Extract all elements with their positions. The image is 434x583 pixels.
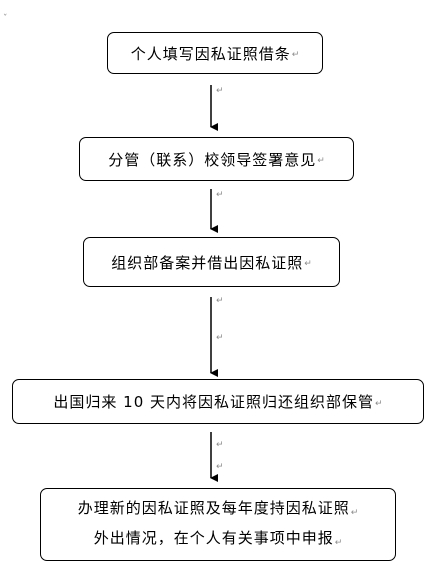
flow-step-2: 分管（联系）校领导签署意见↵ (79, 137, 354, 181)
flow-step-5: 办理新的因私证照及每年度持因私证照↵ 外出情况，在个人有关事项中申报↵ (40, 488, 396, 561)
paragraph-mark-icon: ↵ (317, 156, 325, 166)
flow-step-5-line-1-text: 办理新的因私证照及每年度持因私证照 (77, 498, 350, 517)
paragraph-mark-icon: ↵ (216, 462, 224, 472)
paragraph-mark-icon: ↵ (216, 190, 224, 200)
flow-step-5-line-2: 外出情况，在个人有关事项中申报↵ (94, 525, 343, 555)
corner-mark: ˇ (3, 14, 8, 24)
paragraph-mark-icon: ↵ (216, 296, 224, 306)
flow-step-4-text: 出国归来 10 天内将因私证照归还组织部保管 (53, 393, 375, 411)
paragraph-mark-icon: ↵ (334, 537, 343, 548)
flow-step-4: 出国归来 10 天内将因私证照归还组织部保管↵ (12, 379, 424, 424)
paragraph-mark-icon: ↵ (375, 398, 383, 409)
flow-step-2-text: 分管（联系）校领导签署意见 (108, 150, 317, 169)
flow-step-3: 组织部备案并借出因私证照↵ (83, 237, 340, 287)
flow-step-1-text: 个人填写因私证照借条 (130, 44, 291, 63)
paragraph-mark-icon: ↵ (291, 50, 300, 60)
paragraph-mark-icon: ↵ (216, 86, 224, 96)
paragraph-mark-icon: ↵ (350, 507, 359, 518)
flow-step-1: 个人填写因私证照借条↵ (107, 32, 323, 74)
flow-step-5-line-2-text: 外出情况，在个人有关事项中申报 (93, 528, 334, 547)
paragraph-mark-icon: ↵ (304, 259, 312, 269)
flow-step-3-text: 组织部备案并借出因私证照 (111, 253, 304, 272)
paragraph-mark-icon: ↵ (216, 440, 224, 450)
flow-step-5-line-1: 办理新的因私证照及每年度持因私证照↵ (78, 495, 359, 525)
paragraph-mark-icon: ↵ (216, 333, 224, 343)
